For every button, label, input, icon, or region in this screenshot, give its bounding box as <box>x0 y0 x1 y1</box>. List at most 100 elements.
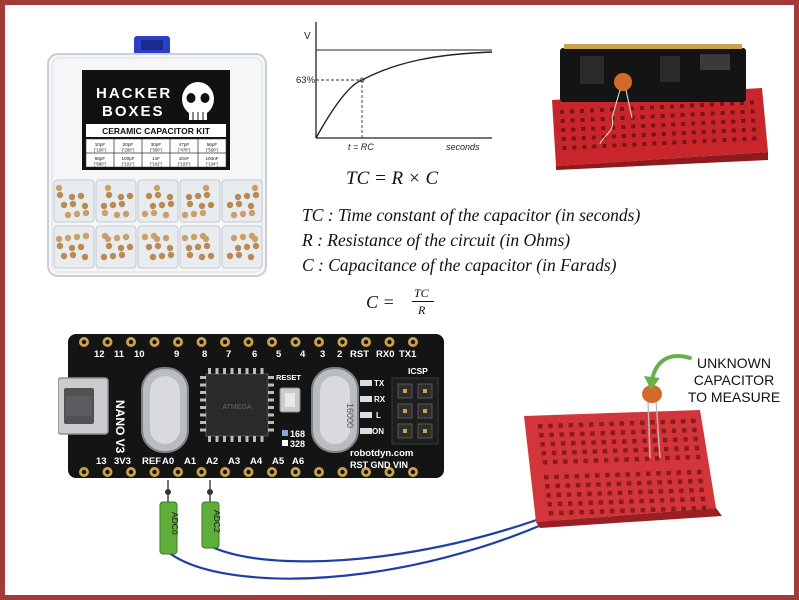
chip-168: 168 <box>290 429 305 439</box>
hole <box>560 441 566 446</box>
capacitor-dot <box>60 201 68 209</box>
capacitor-dot <box>154 242 162 250</box>
capacitor-dot <box>194 243 202 251</box>
capacitor-dot <box>77 243 85 251</box>
kit-compartments <box>53 179 263 269</box>
capacitor-dot <box>226 201 234 209</box>
breadboard-bottom-holes <box>538 418 707 516</box>
hole <box>564 474 569 479</box>
capacitor-dot <box>113 211 121 219</box>
hole <box>580 118 585 122</box>
hole <box>680 497 685 502</box>
hole <box>559 510 564 516</box>
hole <box>615 472 620 478</box>
capacitor-dot <box>105 242 113 250</box>
unknown-capacitor <box>642 385 662 403</box>
bottom-pin-label: A0 <box>162 456 174 467</box>
hole <box>741 128 746 132</box>
hole <box>548 511 554 516</box>
hole <box>634 456 640 462</box>
hole <box>591 135 596 140</box>
hole <box>741 119 746 123</box>
hole <box>691 130 696 135</box>
hole <box>601 135 606 139</box>
capacitor-dot <box>154 191 162 199</box>
hole <box>670 104 674 109</box>
capacitor-dot <box>60 252 68 260</box>
capacitor-dot <box>190 233 198 241</box>
hole <box>607 490 613 496</box>
hole <box>544 475 549 480</box>
hole <box>572 449 577 455</box>
capacitor-dot <box>100 202 108 210</box>
hole <box>612 143 617 148</box>
mini-pcb <box>560 48 746 102</box>
capacitor-dot <box>81 253 89 261</box>
kit-value-label: 10nF <box>179 156 190 161</box>
hole <box>590 117 595 122</box>
capacitor-dot <box>181 234 189 242</box>
hole <box>629 420 635 426</box>
hole <box>548 423 553 429</box>
hole <box>619 421 625 426</box>
hole <box>668 488 674 494</box>
capacitor-dot <box>77 192 85 200</box>
hole <box>622 439 627 444</box>
hole <box>682 428 687 433</box>
hole <box>546 493 551 498</box>
hole <box>670 113 675 118</box>
graph-v-label: V <box>304 31 311 42</box>
kit-value-label: 10pF <box>95 142 106 147</box>
probe-adc0 <box>159 501 178 555</box>
hole <box>750 100 754 105</box>
hole <box>700 496 706 502</box>
graph-t-label: t = RC <box>348 142 374 152</box>
bottom-pin-label: 3V3 <box>114 456 131 467</box>
capacitor-dot <box>122 210 130 218</box>
hole <box>712 138 717 143</box>
hole <box>605 472 610 478</box>
top-pin-label: 7 <box>226 349 231 360</box>
capacitor-dot <box>101 209 109 217</box>
hole <box>680 419 686 424</box>
hole <box>569 510 574 515</box>
capacitor-dot <box>186 251 194 259</box>
kit-value-code: ("100") <box>94 148 107 153</box>
rst-gnd-vin-label: RST GND VIN <box>350 460 408 470</box>
hole <box>580 109 584 113</box>
hole <box>582 145 587 149</box>
hole <box>632 438 637 444</box>
hole <box>554 474 559 480</box>
hole <box>661 428 667 434</box>
capacitor-dot <box>69 200 77 208</box>
led-l: L <box>376 411 381 420</box>
kit-value-label: 56pF <box>207 142 218 147</box>
graph-x-label: seconds <box>446 142 480 152</box>
hole <box>638 489 643 495</box>
hole <box>616 481 622 487</box>
hole <box>637 480 642 486</box>
hole <box>751 127 756 132</box>
hole <box>653 447 659 452</box>
hole <box>742 137 747 141</box>
hole <box>658 489 664 494</box>
hole <box>641 124 646 128</box>
hole <box>619 499 624 505</box>
capacitor-dot <box>235 200 243 208</box>
hole <box>551 450 557 456</box>
hole <box>731 119 736 124</box>
hole <box>680 113 685 117</box>
probe-adc2 <box>201 501 220 549</box>
hole <box>597 491 602 496</box>
equation-solve-lhs: C = <box>366 292 395 312</box>
hole <box>689 488 694 493</box>
capacitor-dot <box>198 253 206 261</box>
capacitor-dot <box>243 243 251 251</box>
hole <box>686 470 692 475</box>
hole <box>590 108 594 113</box>
capacitor-dot <box>230 211 238 219</box>
hole <box>604 457 609 463</box>
hole <box>640 420 645 425</box>
hole <box>630 508 635 513</box>
